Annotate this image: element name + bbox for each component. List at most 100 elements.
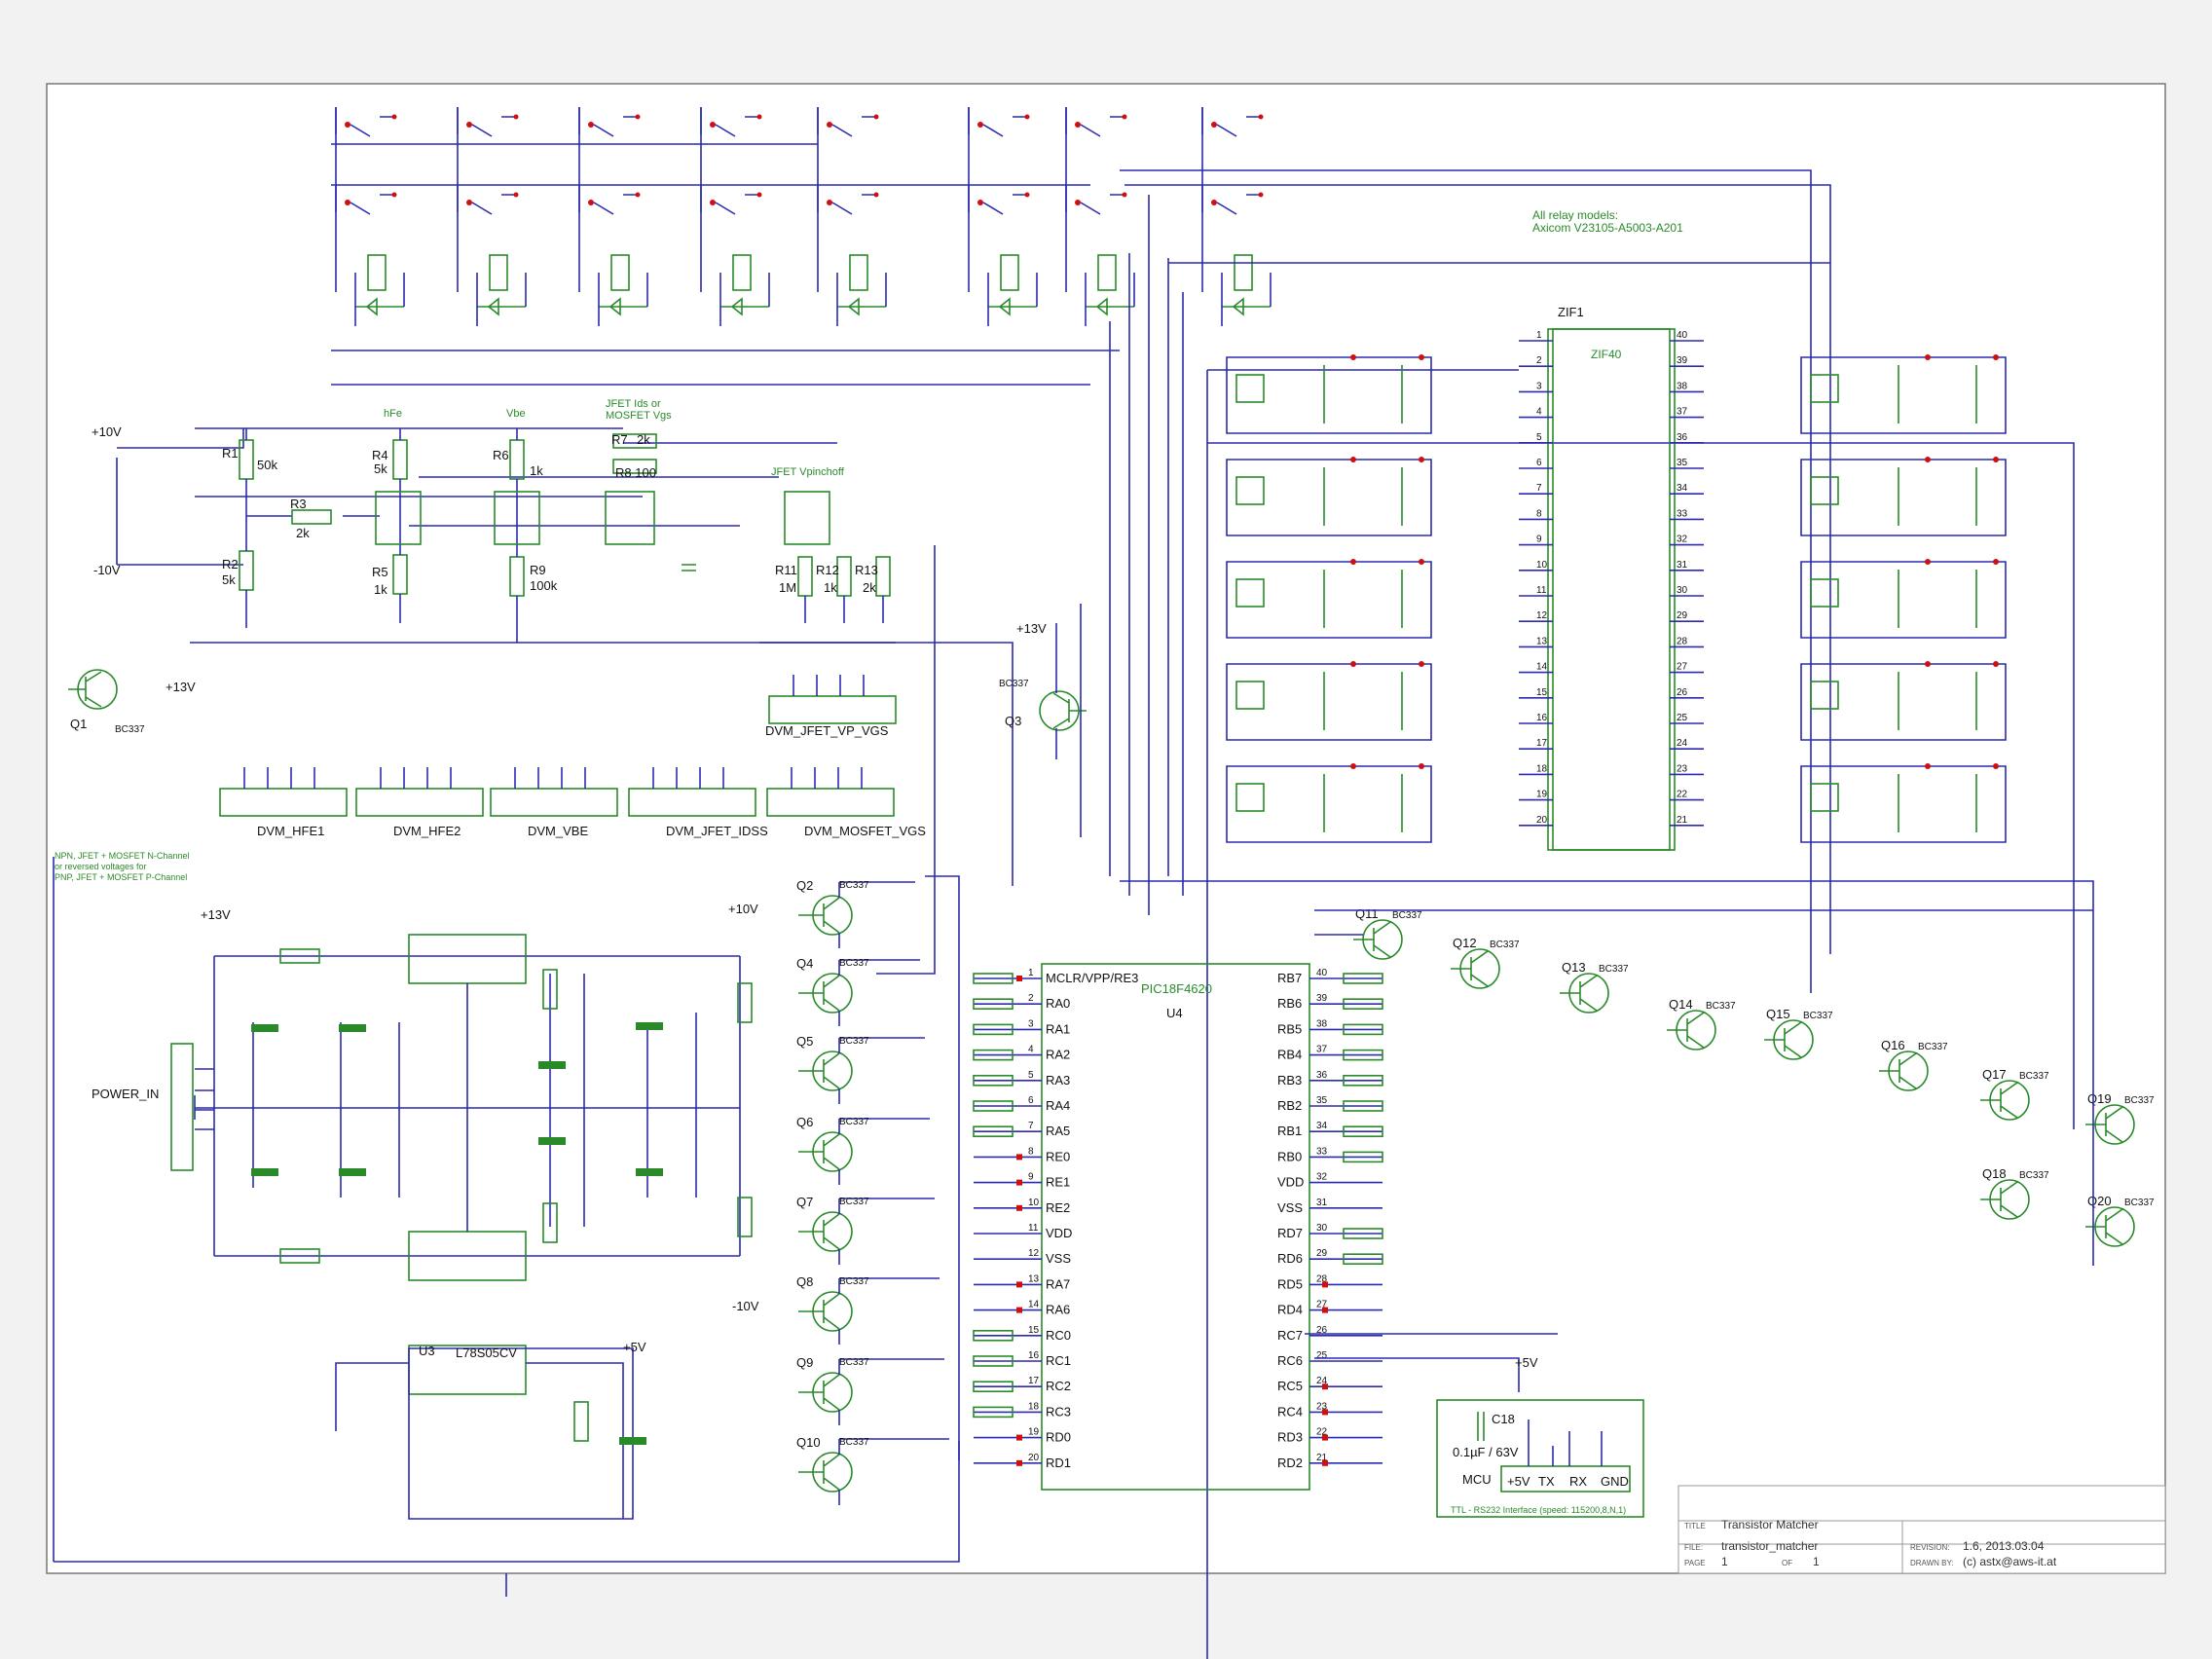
revision-label: REVISION: <box>1910 1543 1949 1552</box>
driver-ref: Q19 <box>2087 1091 2112 1106</box>
mcu-pin-name: RB1 <box>1277 1124 1302 1138</box>
driver-ref: Q11 <box>1355 906 1379 921</box>
mcu-pin-name: RE1 <box>1046 1175 1070 1190</box>
title-label: TITLE <box>1684 1522 1706 1530</box>
measurement-network <box>116 428 896 644</box>
mcu-pin-num: 22 <box>1316 1427 1328 1438</box>
mcu-pin-name: RB7 <box>1277 971 1302 985</box>
mcu-pin-name: RD3 <box>1277 1430 1303 1445</box>
mcu-pin-num: 40 <box>1316 968 1328 978</box>
r5-ref: R5 <box>372 565 388 579</box>
q3-transistor <box>1039 623 1087 759</box>
mcu-pin-name: VSS <box>1046 1251 1071 1266</box>
plus13v-q1-label: +13V <box>166 680 196 694</box>
dvm-name-2: DVM_VBE <box>528 824 588 838</box>
driver-ref: Q17 <box>1982 1067 2007 1082</box>
mcu-pin-num: 3 <box>1028 1018 1034 1029</box>
mcu-pin-name: RC6 <box>1277 1353 1303 1368</box>
mcu-pin-name: RD6 <box>1277 1251 1303 1266</box>
top-relay <box>335 107 405 326</box>
page-label: PAGE <box>1684 1559 1706 1567</box>
zif-right-pin: 36 <box>1677 432 1688 443</box>
vbe-label: Vbe <box>506 408 526 420</box>
mcu-pin-name: RE0 <box>1046 1149 1070 1163</box>
top-relay-row <box>335 107 1272 326</box>
zif-right-pin: 21 <box>1677 815 1688 826</box>
hfe-label: hFe <box>384 408 402 420</box>
plus10v-reg-label: +10V <box>728 902 758 916</box>
mcu-pin-num: 31 <box>1316 1198 1328 1208</box>
mcu-pin-name: RA7 <box>1046 1276 1070 1291</box>
serial-pin-1: TX <box>1538 1474 1555 1489</box>
array-q-ref: Q9 <box>796 1355 813 1370</box>
mcu-pin-num: 19 <box>1028 1427 1040 1438</box>
mcu-pin-name: RD4 <box>1277 1303 1303 1317</box>
of-value: 1 <box>1813 1555 1820 1568</box>
r3-value: 2k <box>296 526 310 540</box>
mcu-pin-num: 23 <box>1316 1401 1328 1412</box>
notes: All relay models: Axicom V23105-A5003-A2… <box>55 208 1683 1515</box>
mcu-pin-num: 27 <box>1316 1300 1328 1310</box>
jfet-ids-label: JFET Ids or <box>606 398 661 410</box>
array-q-type: BC337 <box>839 1276 869 1287</box>
mcu-pin-num: 6 <box>1028 1095 1034 1106</box>
zif-right-pin: 25 <box>1677 713 1688 723</box>
mcu-pin-num: 10 <box>1028 1198 1040 1208</box>
mcu-pin-num: 9 <box>1028 1172 1034 1183</box>
mcu-name: PIC18F4620 <box>1141 981 1212 996</box>
r6-value: 1k <box>530 463 543 478</box>
mcu-pin-name: MCLR/VPP/RE3 <box>1046 971 1138 985</box>
r3-ref: R3 <box>290 497 307 511</box>
zif-right-pin: 27 <box>1677 662 1688 673</box>
zif-relay <box>1226 763 1432 843</box>
array-q-type: BC337 <box>839 958 869 969</box>
mcu-serial-box <box>1436 1399 1644 1518</box>
minus10v-label: -10V <box>93 563 121 577</box>
serial-pin-2: RX <box>1569 1474 1587 1489</box>
array-q-type: BC337 <box>839 1036 869 1047</box>
mcu-pin-name: RD2 <box>1277 1456 1303 1470</box>
dvm-block: DVM_MOSFET_VGS <box>766 767 926 838</box>
r7-value: 2k <box>637 432 650 447</box>
c18-ref: C18 <box>1492 1412 1515 1426</box>
zif-relay <box>1226 559 1432 639</box>
mcu-pin-num: 4 <box>1028 1045 1034 1055</box>
mcu-pin-name: RE2 <box>1046 1200 1070 1215</box>
driver-ref: Q14 <box>1669 997 1693 1012</box>
zif-right-pin: 35 <box>1677 458 1688 468</box>
mcu-pin-num: 5 <box>1028 1070 1034 1081</box>
mcu-pin-num: 8 <box>1028 1146 1034 1157</box>
top-relay <box>968 107 1038 326</box>
r11-ref: R11 <box>775 563 797 577</box>
zif-right-pin: 29 <box>1677 610 1688 621</box>
mcu-pin-name: VSS <box>1277 1200 1303 1215</box>
q1-type: BC337 <box>115 724 145 735</box>
zif-ref: ZIF1 <box>1558 305 1584 319</box>
page-value: 1 <box>1721 1555 1728 1568</box>
mcu-left-pin: 6 RA4 <box>973 1095 1070 1113</box>
mcu-pin-num: 32 <box>1316 1172 1328 1183</box>
r8-ref: R8 100 <box>615 465 656 480</box>
mcu-pin-name: RA4 <box>1046 1098 1070 1113</box>
drawn-label: DRAWN BY: <box>1910 1559 1954 1567</box>
mcu-pin-num: 24 <box>1316 1376 1328 1386</box>
